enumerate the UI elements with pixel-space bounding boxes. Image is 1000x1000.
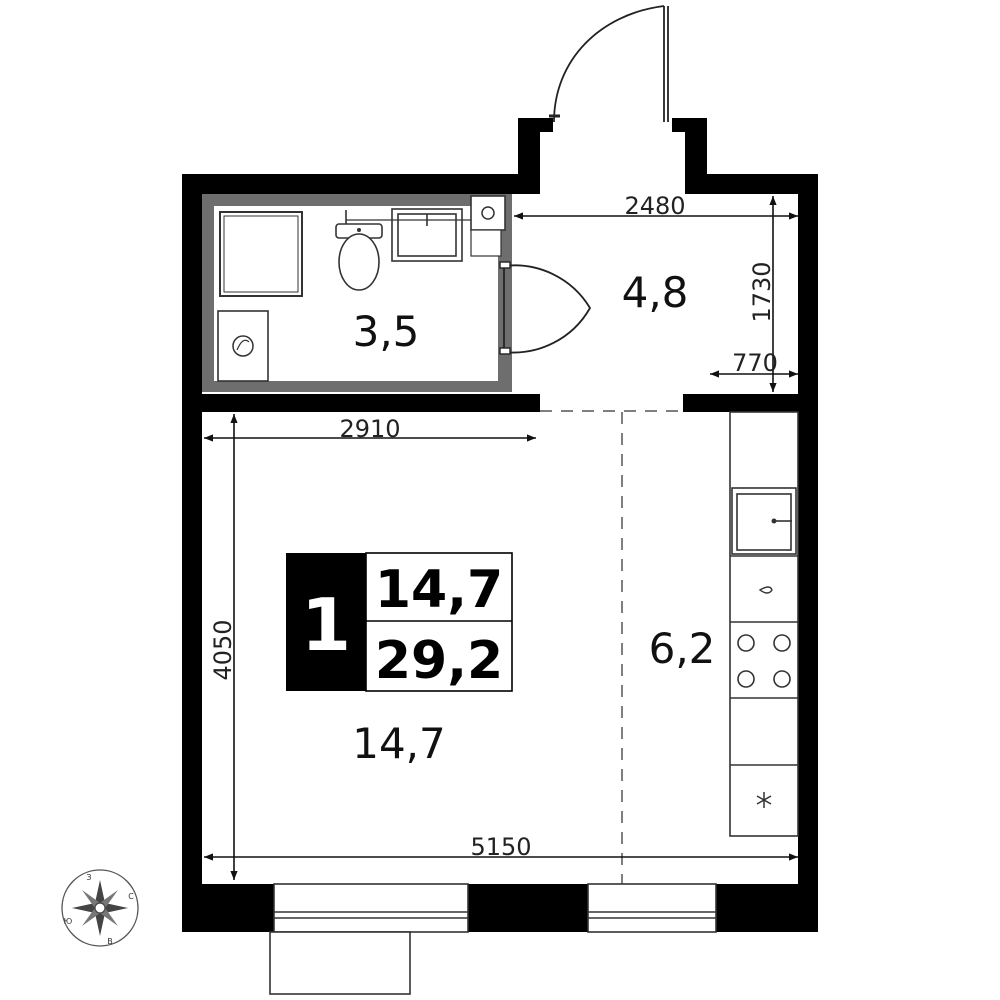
wall-bottom-3 <box>716 884 818 932</box>
water-drop-icon <box>758 586 773 594</box>
water-riser <box>470 195 506 231</box>
bathroom <box>202 194 592 392</box>
badge-rooms-count: 1 <box>301 583 351 667</box>
hallway-area-label: 4,8 <box>622 268 689 317</box>
wall-entrance-left-cap <box>518 118 553 132</box>
fridge-snowflake-icon <box>756 792 772 808</box>
wall-entrance-right <box>685 118 707 194</box>
wall-mid-right <box>683 394 818 412</box>
wall-right <box>798 174 818 932</box>
shower-tray <box>219 211 303 297</box>
dim-hall-niche: 770 <box>732 349 778 377</box>
dimension-lines <box>204 196 798 880</box>
living-area-label: 14,7 <box>352 719 446 768</box>
bathroom-door <box>499 261 592 355</box>
kitchen-sink-icon <box>731 487 797 555</box>
wall-entrance-right-cap <box>672 118 707 132</box>
washer-drum-icon <box>232 335 254 357</box>
kitchen-counter <box>729 411 799 837</box>
badge-living-area: 14,7 <box>375 560 503 620</box>
dim-room-width: 2910 <box>339 415 400 443</box>
compass-east-label: С <box>128 892 134 901</box>
toilet-icon <box>335 210 383 291</box>
walls <box>182 118 818 932</box>
dim-room-depth: 4050 <box>209 619 237 680</box>
badge-total-area: 29,2 <box>375 631 503 691</box>
window-right <box>587 883 717 933</box>
dim-hall-width: 2480 <box>624 192 685 220</box>
compass-south-label: В <box>107 937 113 946</box>
wall-mid-left <box>182 394 540 412</box>
dim-total-width: 5150 <box>470 833 531 861</box>
windows <box>269 883 717 995</box>
compass-west-label: Ю <box>64 917 73 926</box>
dim-hall-depth: 1730 <box>748 261 776 322</box>
kitchen <box>540 410 799 884</box>
balcony <box>269 931 411 995</box>
window-left <box>273 883 469 933</box>
bathroom-sink-icon <box>346 208 492 262</box>
washing-machine <box>217 310 269 382</box>
wall-entrance-left <box>518 118 540 194</box>
compass-north-label: З <box>86 873 91 882</box>
wall-top-left <box>182 174 540 194</box>
wall-left <box>182 174 202 932</box>
stove-icon <box>737 634 791 688</box>
wall-top-right <box>685 174 818 194</box>
kitchen-area-label: 6,2 <box>649 624 716 673</box>
wall-bottom-1 <box>182 884 274 932</box>
area-badge: 1 14,7 29,2 <box>286 552 513 692</box>
compass-rose: З С В Ю <box>61 869 139 947</box>
entrance-door <box>549 5 669 123</box>
wall-bottom-2 <box>468 884 588 932</box>
bathroom-area-label: 3,5 <box>353 307 420 356</box>
